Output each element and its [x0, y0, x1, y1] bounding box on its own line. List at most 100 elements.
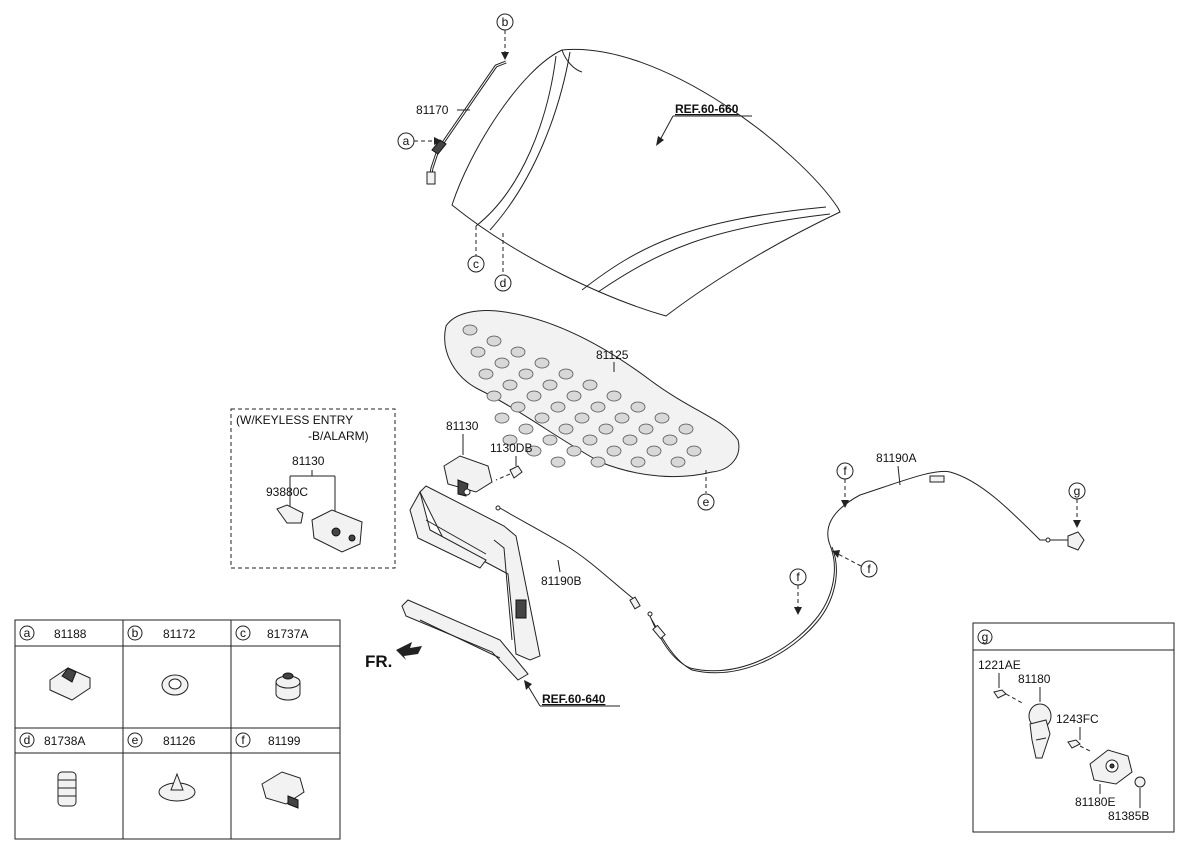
- svg-text:g: g: [1074, 484, 1081, 498]
- insulator-dimple: [494, 412, 510, 424]
- detail-handle-label: 81180: [1018, 672, 1051, 686]
- callout-g: g: [1068, 482, 1086, 528]
- legend-cell-a[interactable]: a 81188: [19, 625, 87, 641]
- svg-text:e: e: [132, 733, 139, 747]
- legend-part-c: 81737A: [267, 627, 308, 641]
- insulator-dimple: [654, 412, 670, 424]
- insulator-dimple: [510, 401, 526, 413]
- insulator-dimple: [566, 390, 582, 402]
- insulator-dimple: [462, 324, 478, 336]
- callout-f-2: f: [832, 550, 878, 578]
- clip-81188-icon: [49, 667, 91, 701]
- hood-ref-label[interactable]: REF.60-660: [675, 102, 739, 116]
- insulator-dimple: [534, 412, 550, 424]
- insulator-dimple: [550, 401, 566, 413]
- insulator-dimple: [598, 423, 614, 435]
- svg-text:d: d: [24, 733, 31, 747]
- insulator-dimple: [534, 357, 550, 369]
- svg-text:a: a: [24, 626, 31, 640]
- insulator-dimple: [558, 368, 574, 380]
- legend-part-b: 81172: [163, 627, 196, 641]
- insulator-part-label: 81125: [596, 348, 629, 362]
- front-arrow-icon: [396, 642, 422, 660]
- keyless-latch[interactable]: [311, 509, 363, 553]
- detail-g-box: g: [972, 622, 1175, 833]
- strut-part-label: 81170: [416, 103, 449, 117]
- detail-bolt1-label: 1221AE: [978, 658, 1021, 672]
- hood-panel[interactable]: [451, 48, 841, 317]
- legend-part-e: 81126: [163, 734, 196, 748]
- detail-bolt2-label: 1243FC: [1056, 712, 1099, 726]
- radiator-support-panel[interactable]: [401, 485, 541, 681]
- insulator-dimple: [470, 346, 486, 358]
- insulator-dimple: [686, 445, 702, 457]
- front-direction-label: FR.: [365, 652, 392, 671]
- bumper-81738a-icon: [57, 771, 77, 807]
- grommet-81172-icon: [161, 674, 189, 696]
- legend-cell-b[interactable]: b 81172: [127, 625, 196, 641]
- legend-part-d: 81738A: [44, 734, 85, 748]
- legend-cell-d[interactable]: d 81738A: [19, 732, 85, 748]
- release-cable-upper[interactable]: [647, 470, 1085, 674]
- insulator-dimple: [622, 434, 638, 446]
- insulator-dimple: [510, 346, 526, 358]
- callout-e: e: [697, 470, 715, 511]
- insulator-dimple: [486, 390, 502, 402]
- keyless-box-line2: -B/ALARM): [308, 429, 369, 443]
- hood-stay-rod[interactable]: [426, 60, 507, 185]
- insulator-dimple: [542, 434, 558, 446]
- callout-f-1: f: [836, 462, 854, 508]
- cap-81385b[interactable]: [1134, 776, 1146, 788]
- cable-clip-81199-icon: [261, 771, 305, 809]
- svg-text:f: f: [796, 570, 800, 584]
- insulator-dimple: [646, 445, 662, 457]
- insulator-dimple: [502, 379, 518, 391]
- keyless-latch-label: 81130: [292, 454, 325, 468]
- latch-bolt[interactable]: [495, 465, 523, 481]
- insulator-dimple: [494, 357, 510, 369]
- insulator-dimple: [614, 412, 630, 424]
- insulator-dimple: [518, 423, 534, 435]
- insulator-dimple: [606, 390, 622, 402]
- insulator-dimple: [582, 434, 598, 446]
- legend-cell-f[interactable]: f 81199: [235, 732, 301, 748]
- insulator-dimple: [550, 456, 566, 468]
- keyless-switch[interactable]: [276, 504, 304, 524]
- keyless-box-line1: (W/KEYLESS ENTRY: [236, 413, 353, 427]
- insulator-dimple: [606, 445, 622, 457]
- latch-bolt-label: 1130DB: [490, 441, 532, 455]
- insulator-dimple: [478, 368, 494, 380]
- hood-insulator-pad[interactable]: [444, 310, 740, 478]
- insulator-dimple: [558, 423, 574, 435]
- callout-c: c: [467, 226, 485, 273]
- latch-part-label: 81130: [446, 419, 479, 433]
- insulator-dimple: [542, 379, 558, 391]
- callout-a: a: [397, 132, 442, 150]
- bolt-1221ae[interactable]: [993, 689, 1025, 705]
- legend-cell-e[interactable]: e 81126: [127, 732, 196, 748]
- legend-cell-c[interactable]: c 81737A: [235, 625, 308, 641]
- callout-f-3: f: [789, 568, 807, 615]
- insulator-dimple: [630, 401, 646, 413]
- detail-housing-label: 81180E: [1075, 795, 1115, 809]
- lower-cable-label: 81190B: [541, 574, 581, 588]
- svg-text:f: f: [843, 464, 847, 478]
- svg-text:d: d: [500, 276, 507, 290]
- insulator-dimple: [486, 335, 502, 347]
- release-cable-lower[interactable]: [495, 505, 641, 610]
- insulator-dimple: [574, 412, 590, 424]
- svg-text:g: g: [982, 630, 989, 644]
- insulator-dimple: [630, 456, 646, 468]
- hood-latch[interactable]: [443, 455, 493, 497]
- handle-housing-81180e[interactable]: [1089, 749, 1133, 785]
- radiator-ref-label[interactable]: REF.60-640: [542, 692, 606, 706]
- callout-b: b: [496, 13, 514, 60]
- insulator-dimple: [590, 456, 606, 468]
- bolt-1243fc[interactable]: [1067, 739, 1093, 753]
- insulator-pattern: [462, 324, 702, 468]
- svg-text:f: f: [241, 733, 245, 747]
- svg-text:c: c: [473, 257, 479, 271]
- bumper-81737a-icon: [275, 672, 301, 701]
- release-handle-81180[interactable]: [1028, 703, 1052, 759]
- insulator-dimple: [638, 423, 654, 435]
